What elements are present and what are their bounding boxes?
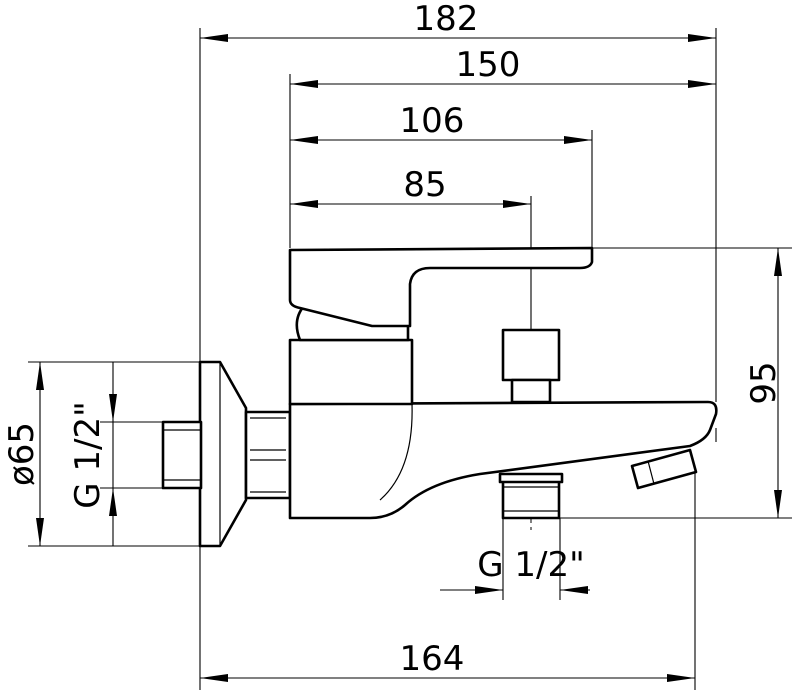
- dimension-labels: 182 150 106 85 95 ø65 G 1/2" G 1/2" 164: [2, 0, 784, 679]
- dimension-164-label: 164: [400, 639, 465, 679]
- wall-flange: [198, 360, 248, 548]
- inlet-thread-label: G 1/2": [68, 401, 108, 509]
- arrowheads: [36, 34, 782, 682]
- faucet-body: [161, 246, 718, 548]
- dimension-diameter-label: ø65: [2, 422, 42, 486]
- dimension-182-label: 182: [414, 0, 479, 39]
- dimension-95-label: 95: [744, 361, 784, 404]
- lever-handle: [288, 246, 594, 328]
- hex-nut: [244, 410, 292, 500]
- dimension-150-label: 150: [456, 45, 521, 85]
- dimension-lines: [39, 37, 779, 679]
- mixer-body: [288, 400, 718, 520]
- dimension-106-label: 106: [400, 101, 465, 141]
- cartridge-column: [288, 338, 414, 406]
- diverter-stem: [510, 378, 552, 404]
- outlet-cap: [498, 472, 564, 484]
- outlet-connector: [501, 478, 561, 520]
- outlet-thread-label: G 1/2": [477, 545, 585, 585]
- inlet-pipe: [161, 420, 203, 490]
- dimension-85-label: 85: [403, 165, 446, 205]
- aerator: [630, 448, 698, 490]
- diverter-knob: [501, 328, 561, 382]
